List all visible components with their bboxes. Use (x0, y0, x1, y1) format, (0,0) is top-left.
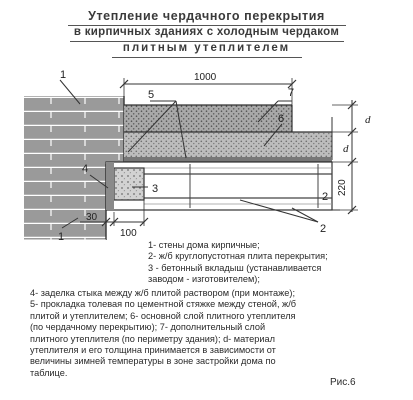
title-line-2: в кирпичных зданиях с холодным чердаком (73, 26, 340, 38)
title-underline (112, 57, 302, 58)
callout-1-bottom: 1 (58, 231, 64, 243)
leader-lines (59, 79, 319, 229)
dim-30-text: 30 (86, 212, 98, 223)
dimension-30-100 (80, 200, 149, 227)
legend-line: (по чердачному перекрытию); 7- дополните… (30, 322, 266, 333)
legend-line: 5- прокладка толевая по цементной стяжке… (30, 299, 297, 310)
title-underline (68, 25, 346, 26)
dim-1000-text: 1000 (194, 72, 217, 83)
callout-3: 3 (152, 183, 158, 195)
dim-d-upper: d (365, 114, 371, 126)
callout-7: 7 (288, 87, 294, 99)
legend-right: 1- стены дома кирпичные; 2- ж/б круглопу… (148, 240, 328, 286)
legend-line: 3 - бетонный вкладыш (устанавливается (148, 262, 322, 273)
callout-6: 6 (278, 113, 284, 125)
legend-line: утеплителя и его толщина принимается в з… (30, 345, 276, 356)
legend-line: величины зимней температуры в зоне застр… (30, 356, 276, 367)
legend-line: 2- ж/б круглопустотная плита перекрытия; (148, 251, 328, 262)
figure-label: Рис.6 (330, 377, 356, 388)
concrete-insert (113, 167, 145, 201)
legend-line: плитой и утеплителем; 6- основной слой п… (30, 310, 296, 321)
legend-line: заводом - изготовителем); (148, 274, 260, 285)
callout-2-upper: 2 (322, 191, 328, 203)
dim-d-lower: d (343, 143, 349, 155)
callout-1-top: 1 (60, 69, 66, 81)
main-insulation-layer (124, 117, 333, 160)
mortar-joint (106, 162, 114, 210)
legend-line: 4- заделка стыка между ж/б плитой раство… (30, 288, 296, 298)
dim-220-text: 220 (337, 179, 348, 196)
legend-line: 1- стены дома кирпичные; (148, 240, 260, 250)
legend-full: 4- заделка стыка между ж/б плитой раство… (30, 288, 296, 379)
callout-2-lower: 2 (320, 223, 326, 235)
title-line-3: плитным утеплителем (122, 42, 291, 54)
title-line-1: Утепление чердачного перекрытия (88, 9, 325, 23)
legend-line: таблице. (30, 367, 68, 378)
vertical-dimension-chain (332, 100, 358, 215)
dim-100-text: 100 (120, 228, 137, 239)
legend-line: плитного утеплителя (по периметру здания… (30, 333, 275, 344)
title-underline (70, 41, 344, 42)
callout-5: 5 (148, 89, 154, 101)
callout-4: 4 (82, 163, 88, 175)
screed-felt-layer (124, 157, 332, 162)
additional-insulation-layer (124, 104, 293, 132)
